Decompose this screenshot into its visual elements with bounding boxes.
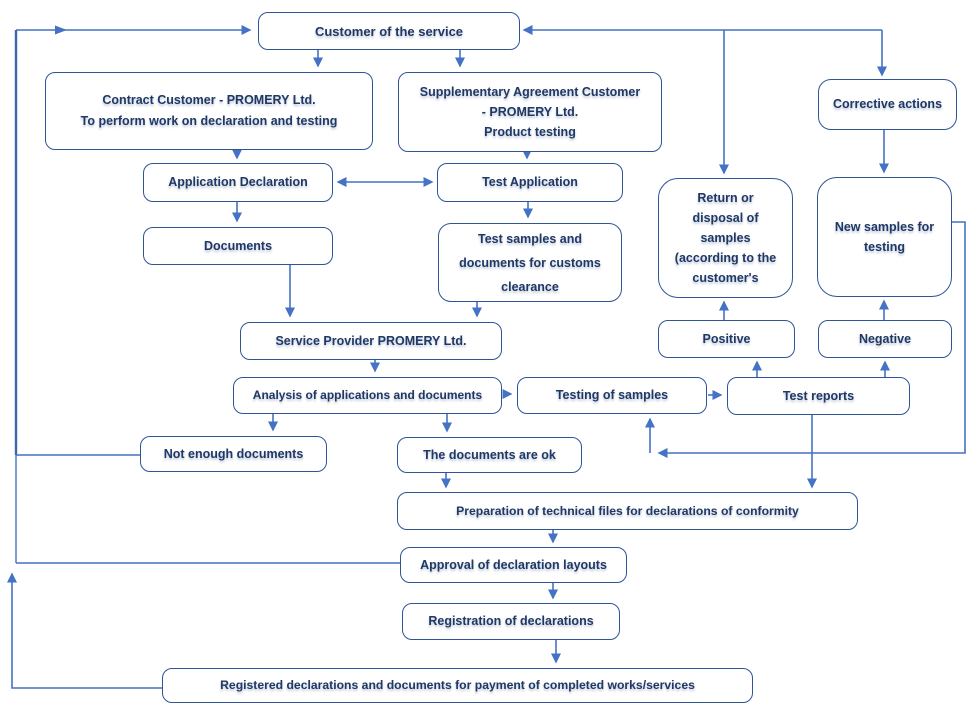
node-not-enough-documents: Not enough documents (140, 436, 327, 472)
node-documents-ok: The documents are ok (397, 437, 582, 473)
node-application-declaration: Application Declaration (143, 163, 333, 202)
node-preparation: Preparation of technical files for decla… (397, 492, 858, 530)
node-customer: Customer of the service (258, 12, 520, 50)
node-contract-customer: Contract Customer - PROMERY Ltd. To perf… (45, 72, 373, 150)
node-registration: Registration of declarations (402, 603, 620, 640)
node-return-disposal: Return or disposal of samples (according… (658, 178, 793, 298)
node-test-samples: Test samples and documents for customs c… (438, 223, 622, 302)
node-new-samples: New samples for testing (817, 177, 952, 297)
node-test-application: Test Application (437, 163, 623, 202)
node-positive: Positive (658, 320, 795, 358)
node-test-reports: Test reports (727, 377, 910, 415)
node-documents: Documents (143, 227, 333, 265)
node-negative: Negative (818, 320, 952, 358)
node-service-provider: Service Provider PROMERY Ltd. (240, 322, 502, 360)
node-registered-declarations: Registered declarations and documents fo… (162, 668, 753, 703)
node-approval: Approval of declaration layouts (400, 547, 627, 583)
node-analysis: Analysis of applications and documents (233, 377, 502, 414)
connector-registered-to-loop (6, 572, 162, 689)
node-supplementary-agreement: Supplementary Agreement Customer - PROME… (398, 72, 662, 152)
node-corrective-actions: Corrective actions (818, 79, 957, 130)
node-testing-of-samples: Testing of samples (517, 377, 707, 414)
mid-arrowhead-left-loop (55, 25, 67, 35)
